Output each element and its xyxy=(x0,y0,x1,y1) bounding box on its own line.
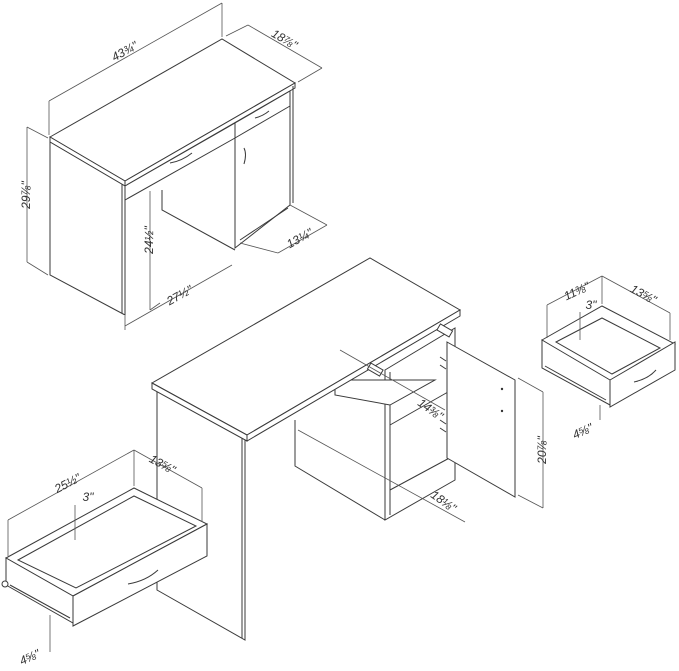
small-drawer-depth-label: 13⅝" xyxy=(628,282,660,308)
dimension-knee-height-label: 24½" xyxy=(142,225,156,254)
dimension-cabinet-depth-label: 18⅛" xyxy=(428,488,459,516)
small-drawer-front-height-label: 4⅝" xyxy=(570,420,596,442)
large-drawer-width-label: 25½" xyxy=(51,470,83,496)
large-drawer-drawing xyxy=(1,487,209,627)
large-drawer-front-height-label: 4⅝" xyxy=(17,646,43,668)
open-desk-drawing xyxy=(150,257,516,641)
dimension-width-label: 43¾" xyxy=(109,38,141,64)
assembled-desk-drawing xyxy=(49,38,296,316)
dimension-pedestal-depth-label: 13¼" xyxy=(284,225,316,251)
large-drawer-inner-height-label: 3" xyxy=(83,490,95,504)
small-drawer-drawing xyxy=(541,305,677,408)
small-drawer-inner-height-label: 3" xyxy=(586,298,598,312)
dimension-knee-width-label: 27½" xyxy=(163,282,195,308)
dimension-depth-label: 18⅞" xyxy=(269,26,301,52)
dimension-height-label: 29⅞" xyxy=(19,180,33,209)
dimension-door-height-label: 20⅞" xyxy=(535,435,549,464)
